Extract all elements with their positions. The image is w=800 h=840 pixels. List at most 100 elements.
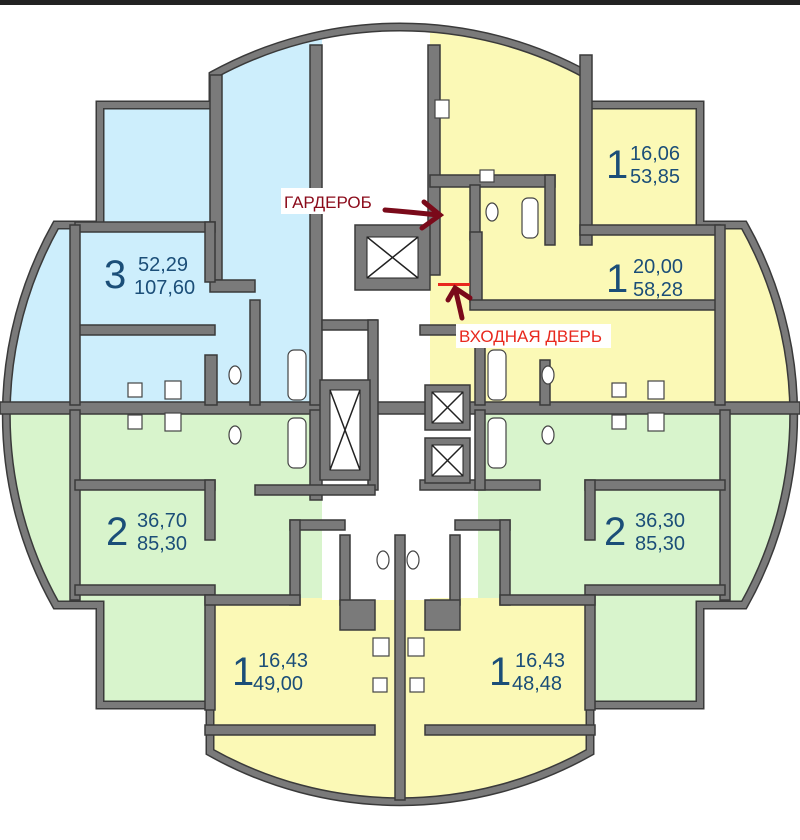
entrance-door-marker: [438, 283, 470, 286]
corridor: [322, 26, 430, 600]
living-area: 36,30: [635, 510, 685, 532]
elevator-shafts: [319, 224, 471, 484]
sink-icon: [127, 382, 143, 398]
wall: [74, 324, 216, 336]
outer-wall-inner: [3, 23, 797, 805]
wall: [204, 724, 376, 736]
elevator-cross-icon: [329, 389, 361, 471]
toilet-icon: [485, 202, 499, 222]
toilet-icon: [376, 550, 390, 570]
wall: [339, 534, 351, 606]
fixtures: [127, 99, 665, 693]
wall: [544, 174, 556, 246]
entrance-arrow-icon: [445, 284, 473, 321]
wall: [584, 479, 596, 541]
wall: [0, 401, 800, 415]
stove-icon: [164, 412, 182, 432]
wall: [69, 224, 81, 406]
bathtub-icon: [287, 349, 307, 401]
room-count: 2: [106, 510, 128, 554]
elevator-cross-icon: [431, 391, 464, 424]
wall: [204, 221, 216, 283]
elevator-cross-icon: [366, 236, 419, 279]
apartment-3-fill: [6, 26, 322, 408]
entrance-label-bg: [456, 324, 611, 348]
wall: [469, 299, 721, 311]
stove-icon: [407, 637, 425, 657]
toilet-icon: [228, 365, 242, 385]
wall: [309, 44, 323, 406]
wall: [719, 409, 731, 601]
total-area: 48,48: [512, 673, 562, 695]
wall: [204, 594, 301, 606]
wall: [74, 221, 216, 233]
bathtub-icon: [487, 349, 507, 401]
wardrobe-arrow-icon: [382, 199, 445, 231]
top-strip: [0, 0, 800, 5]
room-count: 1: [606, 257, 628, 301]
living-area: 16,43: [258, 650, 308, 672]
living-area: 20,00: [633, 256, 683, 278]
living-area: 52,29: [138, 254, 188, 276]
sink-icon: [479, 169, 495, 183]
total-area: 58,28: [633, 279, 683, 301]
elevator-left: [319, 379, 371, 481]
wall: [499, 519, 511, 606]
wall: [254, 484, 376, 496]
wall: [424, 724, 596, 736]
annotations: ГАРДЕРОБ ВХОДНАЯ ДВЕРЬ: [281, 188, 611, 348]
bathtub-icon: [287, 417, 307, 469]
wall: [394, 534, 406, 801]
sink-icon: [409, 677, 425, 693]
room-count: 1: [489, 650, 511, 694]
elevator-right-2: [424, 437, 471, 484]
wall: [584, 594, 596, 711]
wall: [209, 279, 256, 293]
sink-icon: [611, 382, 627, 398]
stove-icon: [434, 99, 450, 119]
wall: [579, 224, 721, 236]
wall: [204, 479, 216, 541]
bathtub-icon: [521, 197, 539, 239]
wall: [469, 231, 483, 303]
toilet-icon: [228, 425, 242, 445]
interior-walls: [0, 44, 800, 801]
total-area: 53,85: [630, 166, 680, 188]
wall: [339, 599, 376, 631]
wall: [449, 534, 461, 606]
wall: [74, 584, 216, 596]
wall: [584, 584, 726, 596]
toilet-icon: [406, 550, 420, 570]
total-area: 49,00: [253, 673, 303, 695]
wall: [714, 224, 726, 406]
wall: [474, 409, 486, 491]
living-area: 16,43: [515, 650, 565, 672]
wall: [74, 479, 216, 491]
elevator-right-1: [424, 384, 471, 431]
wardrobe-label: ГАРДЕРОБ: [284, 193, 372, 212]
wall: [424, 599, 461, 631]
room-count: 1: [232, 650, 254, 694]
wall: [249, 299, 261, 406]
living-area: 36,70: [137, 510, 187, 532]
wall: [204, 354, 218, 406]
living-area: 16,06: [630, 143, 680, 165]
stove-icon: [372, 637, 390, 657]
room-count: 3: [104, 253, 126, 297]
stove-icon: [647, 412, 665, 432]
toilet-icon: [541, 365, 555, 385]
sink-icon: [611, 414, 627, 430]
toilet-icon: [541, 425, 555, 445]
wall: [289, 519, 301, 606]
room-count: 1: [606, 143, 628, 187]
room-count: 2: [604, 510, 626, 554]
total-area: 85,30: [635, 533, 685, 555]
elevator-top: [354, 224, 431, 291]
